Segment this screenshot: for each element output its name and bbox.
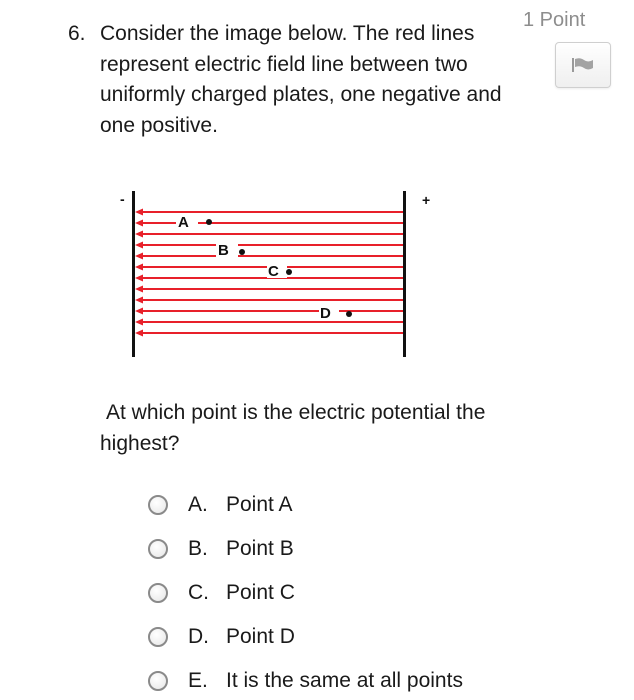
point-label-a: A [178,214,189,231]
field-line-arrow [135,208,143,216]
negative-plate-sign: - [120,191,125,207]
option-label: Point A [226,493,293,516]
option-c[interactable]: C. Point C [148,578,295,608]
negative-plate [132,191,135,357]
option-b[interactable]: B. Point B [148,534,294,564]
field-line-arrow [135,318,143,326]
point-c-dot [286,269,292,275]
option-d[interactable]: D. Point D [148,622,295,652]
field-line-arrow [135,329,143,337]
field-line-arrow [135,296,143,304]
option-label: Point B [226,537,294,560]
radio-button[interactable] [148,539,168,559]
flag-button[interactable] [555,42,611,88]
question-text: Consider the image below. The red lines … [100,22,502,137]
field-line-arrow [135,230,143,238]
field-line-arrow [135,219,143,227]
option-letter: C. [188,581,209,604]
option-letter: E. [188,669,208,692]
option-label: Point C [226,581,295,604]
field-line-arrow [135,263,143,271]
point-a-dot [206,219,212,225]
point-b-dot [239,249,245,255]
question-prompt: At which point is the electric potential… [100,401,486,455]
option-label: It is the same at all points [226,669,463,692]
positive-plate-sign: + [422,192,430,208]
point-label-b: B [218,242,229,259]
field-line-arrow [135,252,143,260]
radio-button[interactable] [148,583,168,603]
field-line-arrow [135,285,143,293]
points-label: 1 Point [523,9,586,31]
electric-field-diagram: - + A B C D [120,191,430,357]
option-e[interactable]: E. It is the same at all points [148,666,463,696]
point-label-d: D [320,305,331,322]
radio-button[interactable] [148,671,168,691]
option-a[interactable]: A. Point A [148,490,293,520]
radio-button[interactable] [148,627,168,647]
flag-icon [572,58,593,72]
point-d-dot [346,311,352,317]
point-label-c: C [268,263,279,280]
option-letter: A. [188,493,208,516]
question-number: 6. [68,22,86,45]
field-line-arrow [135,307,143,315]
option-label: Point D [226,625,295,648]
option-letter: D. [188,625,209,648]
field-line-arrow [135,274,143,282]
radio-button[interactable] [148,495,168,515]
positive-plate [403,191,406,357]
field-line-arrow [135,241,143,249]
option-letter: B. [188,537,208,560]
